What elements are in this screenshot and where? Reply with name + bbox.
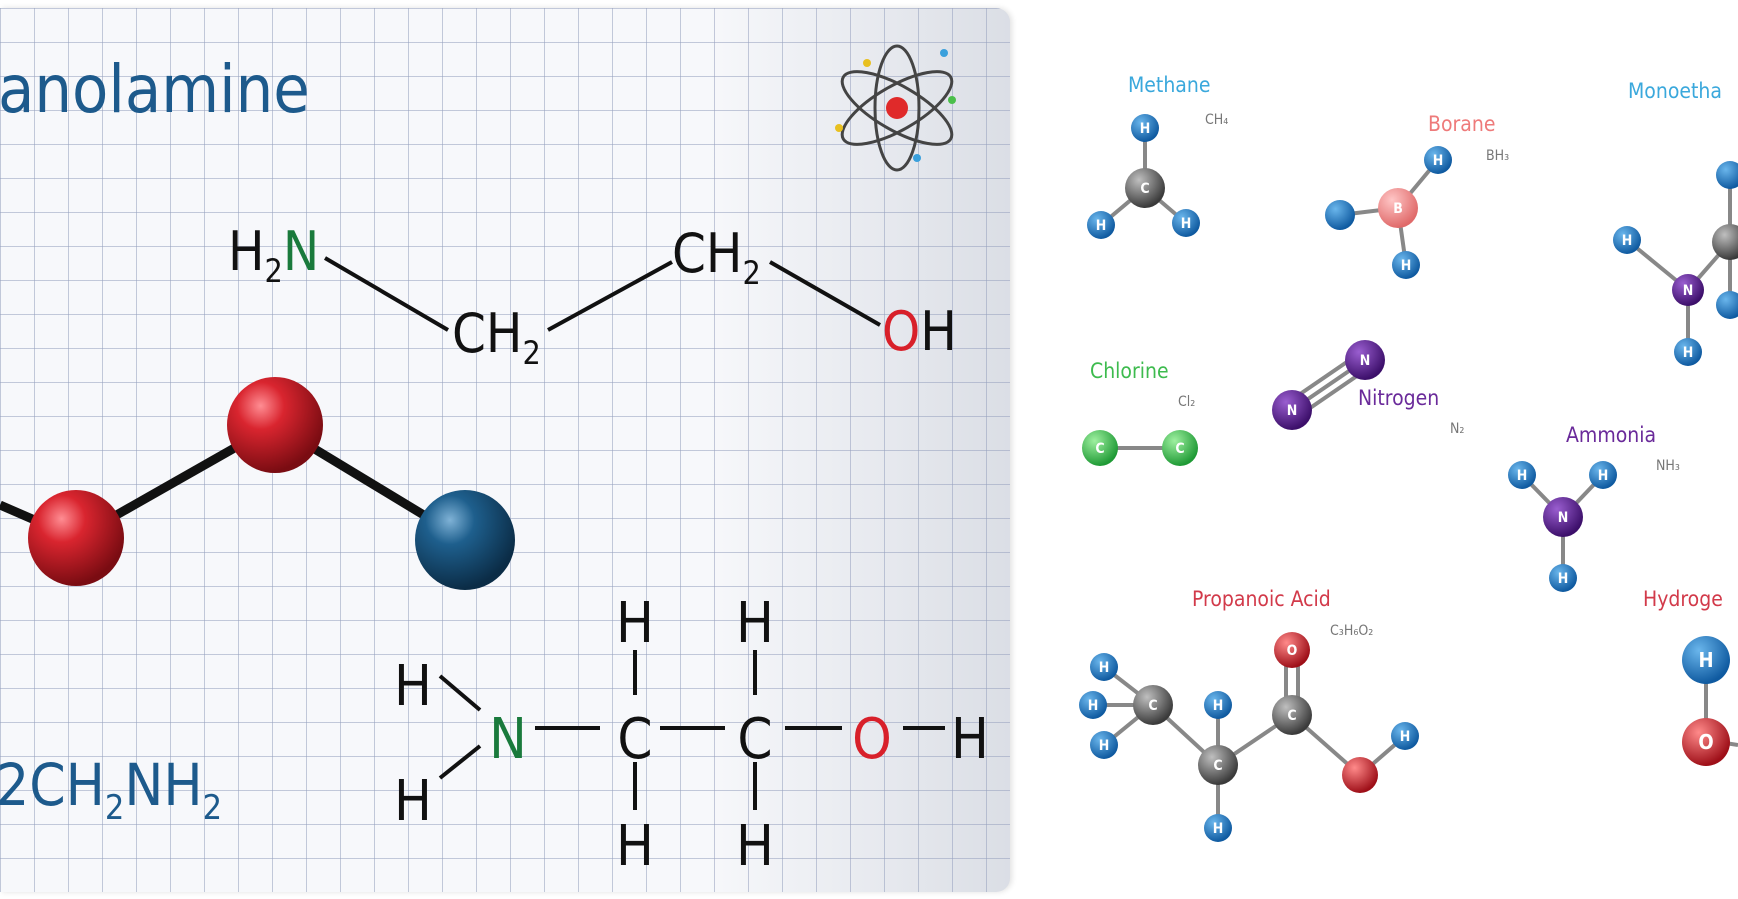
svg-text:OH: OH <box>882 300 957 363</box>
svg-text:CH2: CH2 <box>672 222 761 292</box>
page-title: anolamine <box>0 51 310 128</box>
molecule-name-chlorine: Chlorine <box>1090 359 1169 383</box>
molecule-formula-nitrogen: N₂ <box>1450 421 1464 437</box>
svg-text:C: C <box>1213 758 1222 774</box>
nitrogen-molecule: N N <box>1272 340 1385 430</box>
svg-text:C: C <box>1175 441 1184 457</box>
svg-text:H: H <box>736 591 774 656</box>
svg-text:H: H <box>1213 698 1224 714</box>
svg-text:H: H <box>1698 648 1713 672</box>
svg-text:H: H <box>1598 468 1609 484</box>
svg-text:H: H <box>1099 660 1110 676</box>
svg-text:N: N <box>1683 283 1694 299</box>
svg-text:H: H <box>1099 738 1110 754</box>
molecules-panel: H C H H B H H H N H <box>1018 0 1738 899</box>
propanoic-acid-molecule: H H H C H C H O C H <box>1079 632 1419 842</box>
carbon-atom-sphere <box>28 490 124 586</box>
skeletal-bonds <box>323 256 881 332</box>
molecule-name-methane: Methane <box>1128 73 1211 97</box>
molecule-name-hydrogen-peroxide: Hydroge <box>1643 587 1723 611</box>
structural-formula: H H N C C O H H H H H <box>394 591 989 879</box>
ethanolamine-diagram: anolamine H2N CH2 <box>0 44 989 879</box>
molecule-formula-methane: CH₄ <box>1205 112 1228 128</box>
svg-text:H: H <box>1181 216 1192 232</box>
svg-text:H: H <box>394 654 432 719</box>
svg-text:H: H <box>1401 258 1412 274</box>
svg-text:C: C <box>1095 441 1104 457</box>
svg-text:B: B <box>1393 201 1403 217</box>
molecules-diagram: H C H H B H H H N H <box>1079 73 1738 842</box>
svg-text:N: N <box>489 707 527 772</box>
svg-text:CH2: CH2 <box>452 302 541 372</box>
skeletal-formula: H2N CH2 CH2 OH <box>228 220 957 372</box>
condensed-formula: 2CH2NH2 <box>0 751 222 828</box>
svg-text:H: H <box>951 707 989 772</box>
svg-text:N: N <box>1558 510 1569 526</box>
molecule-atoms: H C H H B H H H N H <box>1079 114 1738 842</box>
molecule-name-nitrogen: Nitrogen <box>1358 386 1439 410</box>
nitrogen-atom-sphere <box>415 490 515 590</box>
svg-text:H: H <box>1400 729 1411 745</box>
svg-text:C: C <box>1287 708 1296 724</box>
hydrogen-peroxide-molecule: H O <box>1682 636 1730 766</box>
svg-text:N: N <box>1287 403 1298 419</box>
svg-text:H: H <box>1558 571 1569 587</box>
svg-text:O: O <box>1698 730 1713 754</box>
svg-text:H: H <box>736 814 774 879</box>
ethanolamine-panel: anolamine H2N CH2 <box>0 8 1010 892</box>
svg-text:O: O <box>1287 643 1298 659</box>
molecule-name-borane: Borane <box>1428 112 1495 136</box>
ammonia-molecule: H H N H <box>1508 461 1617 592</box>
svg-text:H: H <box>1433 153 1444 169</box>
chlorine-molecule: C C <box>1082 430 1198 466</box>
molecule-name-propanoic-acid: Propanoic Acid <box>1192 587 1331 611</box>
svg-text:O: O <box>852 707 892 772</box>
svg-text:H: H <box>1096 218 1107 234</box>
molecule-name-monoethanolamine: Monoetha <box>1628 79 1722 103</box>
molecule-formula-propanoic-acid: C₃H₆O₂ <box>1330 623 1373 639</box>
atom-icon <box>835 44 956 172</box>
svg-text:H: H <box>1622 233 1633 249</box>
methane-molecule: H C H H <box>1087 114 1200 239</box>
molecule-formula-borane: BH₃ <box>1486 148 1509 164</box>
svg-text:H: H <box>616 814 654 879</box>
borane-molecule: B H H <box>1325 146 1452 279</box>
svg-text:C: C <box>1140 181 1149 197</box>
svg-text:H: H <box>394 769 432 834</box>
svg-text:N: N <box>1360 353 1371 369</box>
oxygen-atom-sphere <box>227 377 323 473</box>
ball-and-stick-model <box>0 377 515 590</box>
molecule-labels: Methane CH₄ Borane BH₃ Monoetha Chlorine… <box>1090 73 1723 639</box>
svg-text:C: C <box>617 707 652 772</box>
svg-text:C: C <box>1148 698 1157 714</box>
svg-text:H2N: H2N <box>228 220 319 290</box>
svg-text:H: H <box>1213 821 1224 837</box>
svg-text:H: H <box>1088 698 1099 714</box>
svg-text:H: H <box>616 591 654 656</box>
svg-text:C: C <box>737 707 772 772</box>
svg-text:H: H <box>1140 121 1151 137</box>
svg-text:H: H <box>1517 468 1528 484</box>
monoethanolamine-molecule: H N H <box>1613 161 1738 366</box>
molecule-name-ammonia: Ammonia <box>1566 423 1656 447</box>
svg-text:H: H <box>1683 345 1694 361</box>
molecule-formula-chlorine: Cl₂ <box>1178 394 1195 410</box>
molecule-formula-ammonia: NH₃ <box>1656 458 1680 474</box>
